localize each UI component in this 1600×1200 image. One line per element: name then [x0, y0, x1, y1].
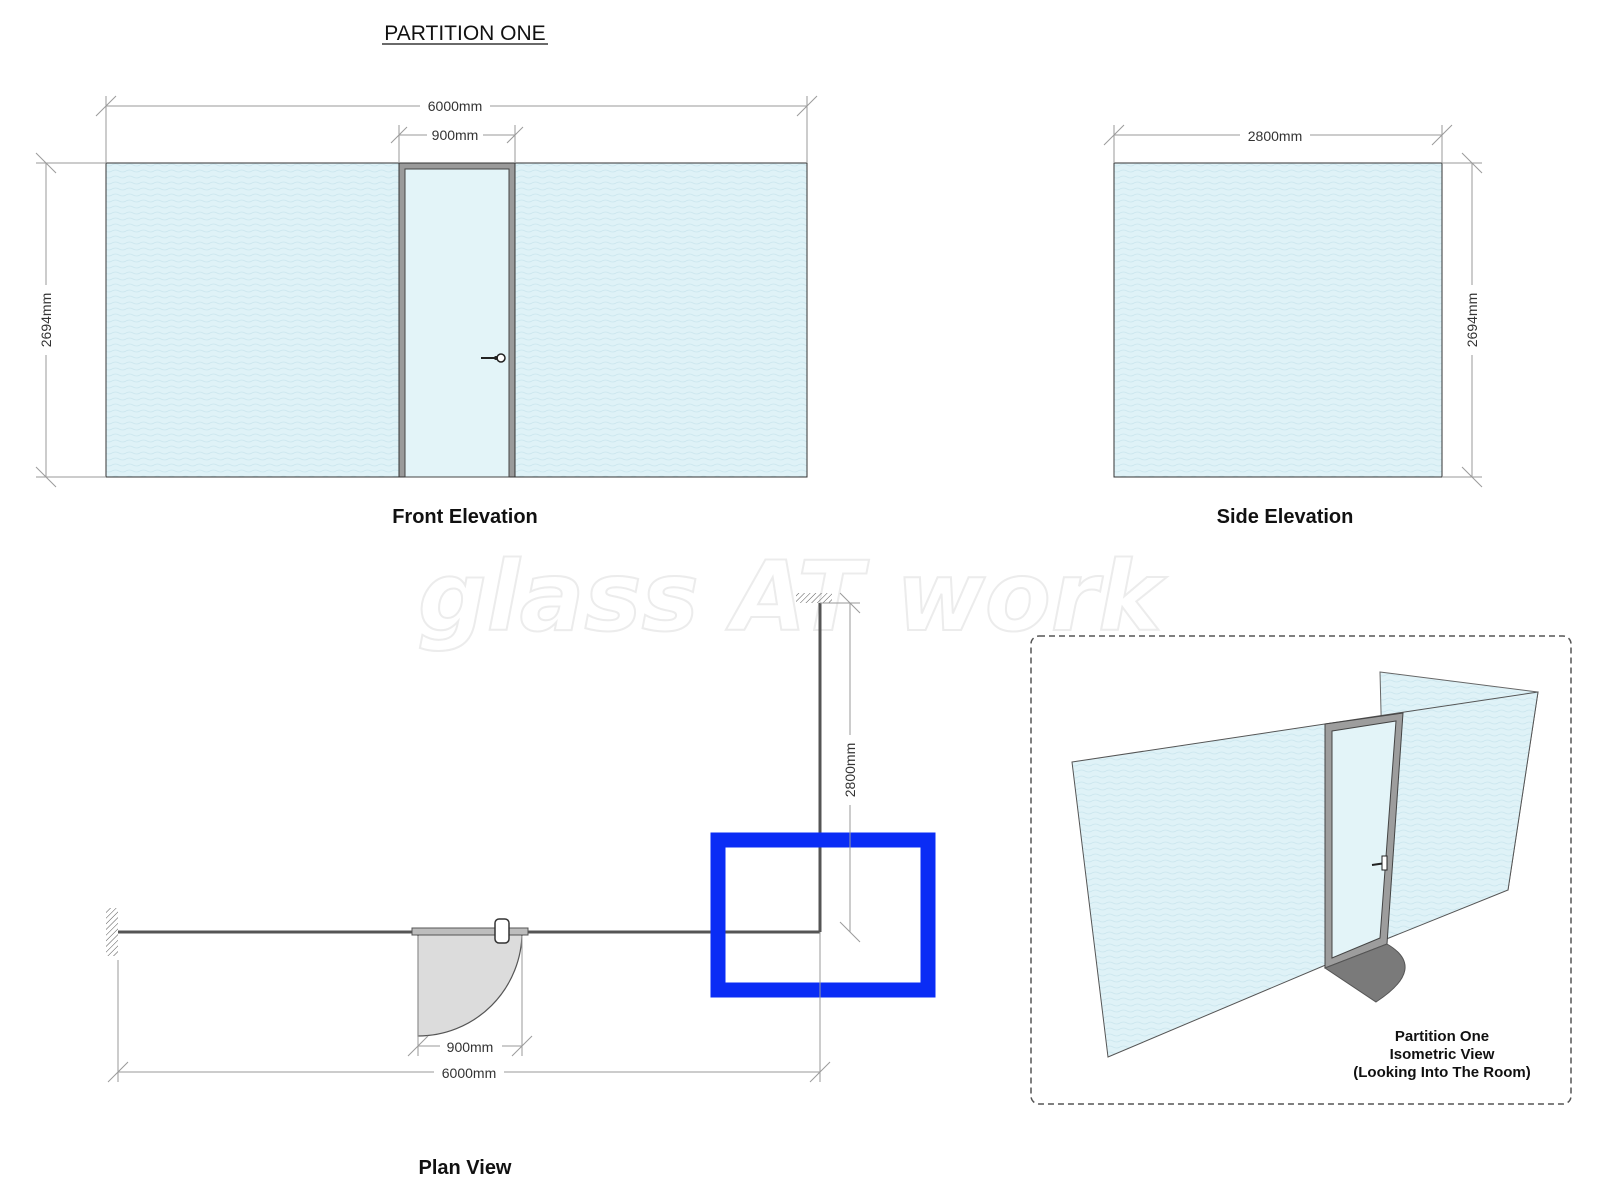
- front-width-label: 6000mm: [428, 98, 482, 114]
- door-handle-icon: [481, 353, 506, 363]
- front-elevation: 6000mm 900mm 2694mm Front Elevation: [35, 95, 818, 528]
- iso-door-glass: [1331, 720, 1397, 959]
- plan-door-handle-icon: [494, 918, 510, 944]
- top-wall-hatch: [796, 593, 832, 603]
- front-door-glass: [404, 168, 510, 478]
- side-width-label: 2800mm: [1248, 128, 1302, 144]
- iso-front-glass: [1071, 691, 1539, 1058]
- front-elevation-caption: Front Elevation: [392, 506, 538, 528]
- drawing-title: PARTITION ONE: [384, 22, 545, 45]
- isometric-frame: [1030, 635, 1572, 1105]
- door-swing-arc: [417, 931, 523, 1037]
- front-door-width-label: 900mm: [432, 127, 479, 143]
- side-height-label: 2694mm: [1464, 293, 1480, 347]
- plan-view: 2800mm 900mm 6000mm Plan View: [106, 592, 936, 1179]
- side-glass-panel: [1113, 162, 1443, 478]
- plan-door-leaf: [411, 927, 529, 936]
- left-wall-hatch: [106, 908, 118, 956]
- plan-view-caption: Plan View: [418, 1157, 511, 1179]
- watermark-text: glass AT work: [418, 541, 1167, 653]
- iso-caption-line-3: (Looking Into The Room): [1353, 1064, 1530, 1081]
- highlight-box: [710, 832, 936, 998]
- plan-door-width-label: 900mm: [447, 1039, 494, 1055]
- isometric-view: Partition One Isometric View (Looking In…: [1030, 635, 1572, 1105]
- plan-total-width-label: 6000mm: [442, 1065, 496, 1081]
- plan-return-label: 2800mm: [842, 743, 858, 797]
- side-elevation: 2800mm 2694mm Side Elevation: [1103, 124, 1483, 528]
- side-elevation-caption: Side Elevation: [1217, 506, 1354, 528]
- front-glass-left: [105, 162, 400, 478]
- iso-door-swing: [1323, 943, 1406, 1003]
- iso-door-handle-icon: [1371, 855, 1388, 871]
- front-height-label: 2694mm: [38, 293, 54, 347]
- front-glass-right: [514, 162, 808, 478]
- iso-caption-line-2: Isometric View: [1390, 1046, 1495, 1063]
- iso-caption-line-1: Partition One: [1395, 1028, 1489, 1045]
